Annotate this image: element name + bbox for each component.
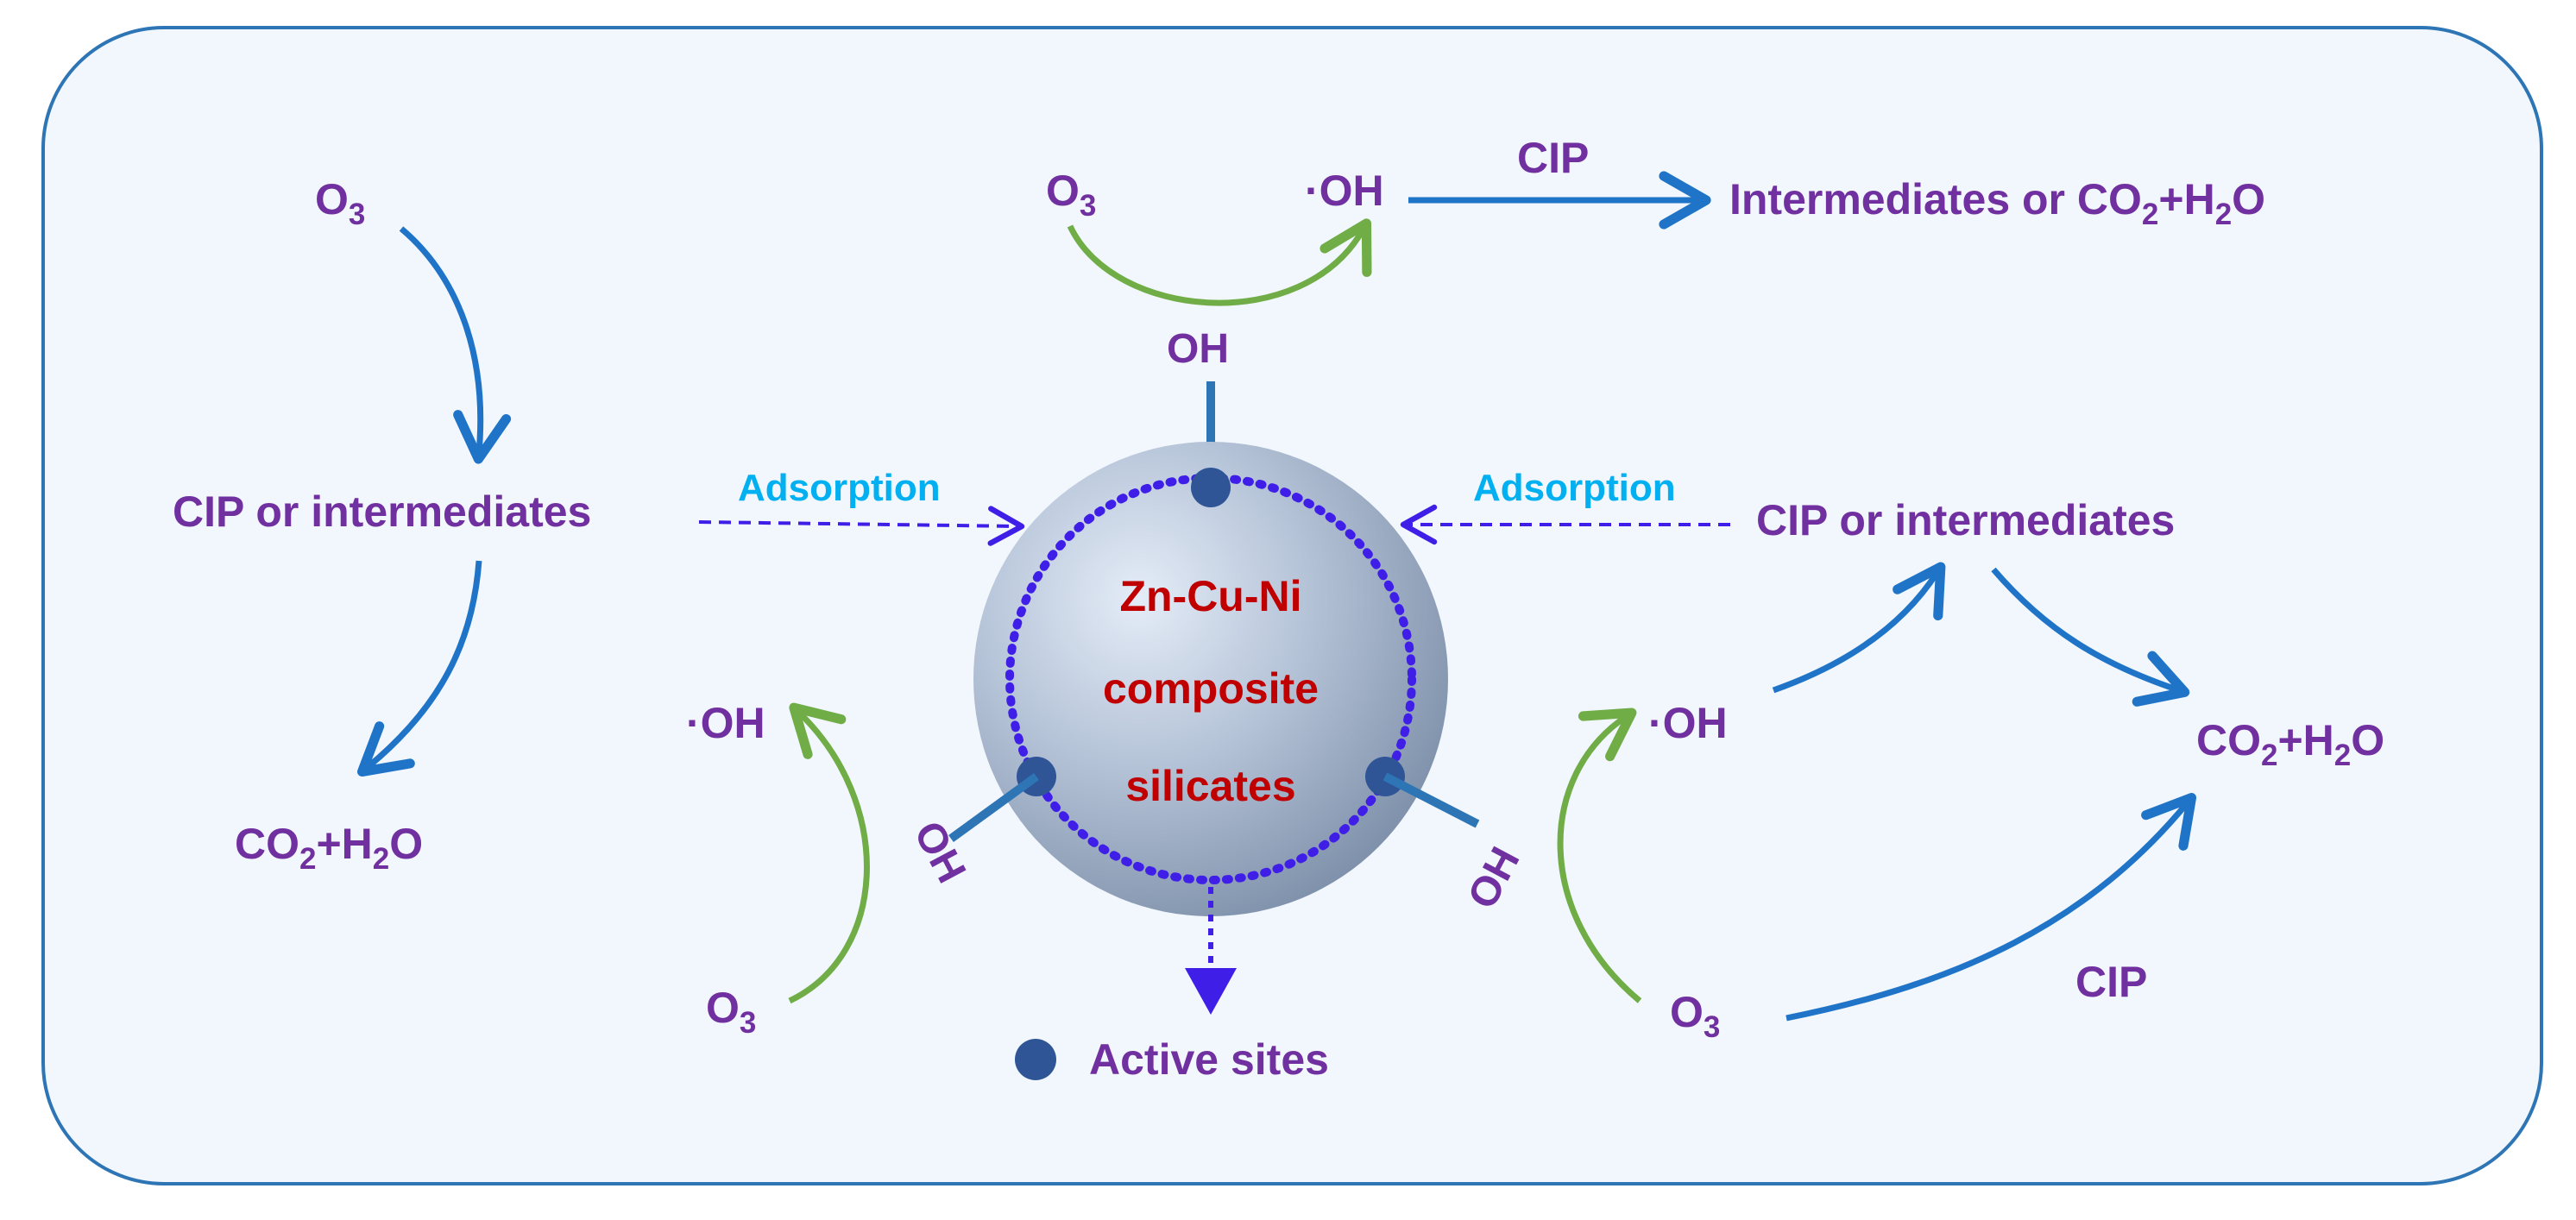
- catalyst-name-line1: Zn-Cu-Ni: [1119, 572, 1301, 620]
- right-product-co2-h2o: CO2+H2O: [2196, 716, 2384, 772]
- left-adsorption-label: Adsorption: [738, 467, 941, 509]
- legend-active-sites-label: Active sites: [1089, 1035, 1329, 1084]
- top-oh-radical: ·OH: [1305, 167, 1384, 215]
- catalyst-particle: Zn-Cu-Ni composite silicates: [973, 442, 1448, 916]
- top-oh-group-label: OH: [1167, 326, 1229, 372]
- bottom-left-oh-bond: [948, 772, 1039, 843]
- catalyst-sphere: [973, 442, 1448, 916]
- top-green-conversion-arrow: [1067, 218, 1372, 306]
- bottom-left-oh-radical: ·OH: [686, 699, 765, 747]
- left-o3-to-cip-arrow: [399, 226, 512, 464]
- catalyst-name-line3: silicates: [1125, 762, 1295, 810]
- catalyst-name-line2: composite: [1103, 664, 1319, 713]
- right-oh-bond: [1382, 772, 1480, 828]
- right-adsorption-label: Adsorption: [1473, 467, 1676, 509]
- bottom-left-green-conversion-arrow: [788, 702, 870, 1004]
- top-o3-label: O3: [1046, 167, 1096, 223]
- left-cip-or-intermediates: CIP or intermediates: [173, 487, 591, 536]
- right-cip-to-product-arrow: [1991, 567, 2190, 707]
- left-adsorption-arrow: [698, 506, 1025, 546]
- bottom-left-o3-label: O3: [706, 984, 756, 1040]
- right-oh-to-cip-arrow: [1772, 562, 1946, 694]
- right-cip-label: CIP: [2075, 958, 2147, 1006]
- right-oh-radical: ·OH: [1648, 699, 1728, 747]
- left-cip-to-product-arrow: [356, 560, 482, 777]
- top-product: Intermediates or CO2+H2O: [1729, 175, 2265, 231]
- right-cip-or-intermediates: CIP or intermediates: [1756, 496, 2175, 544]
- legend-active-site-dot: [1015, 1039, 1056, 1080]
- left-product-co2-h2o: CO2+H2O: [235, 820, 423, 876]
- right-o3-label: O3: [1670, 988, 1720, 1044]
- top-cip-label: CIP: [1517, 134, 1589, 182]
- right-green-conversion-arrow: [1557, 707, 1642, 1003]
- left-o3-label: O3: [315, 175, 365, 231]
- right-o3-to-product-arrow: [1786, 792, 2197, 1022]
- active-site-top: [1191, 468, 1231, 507]
